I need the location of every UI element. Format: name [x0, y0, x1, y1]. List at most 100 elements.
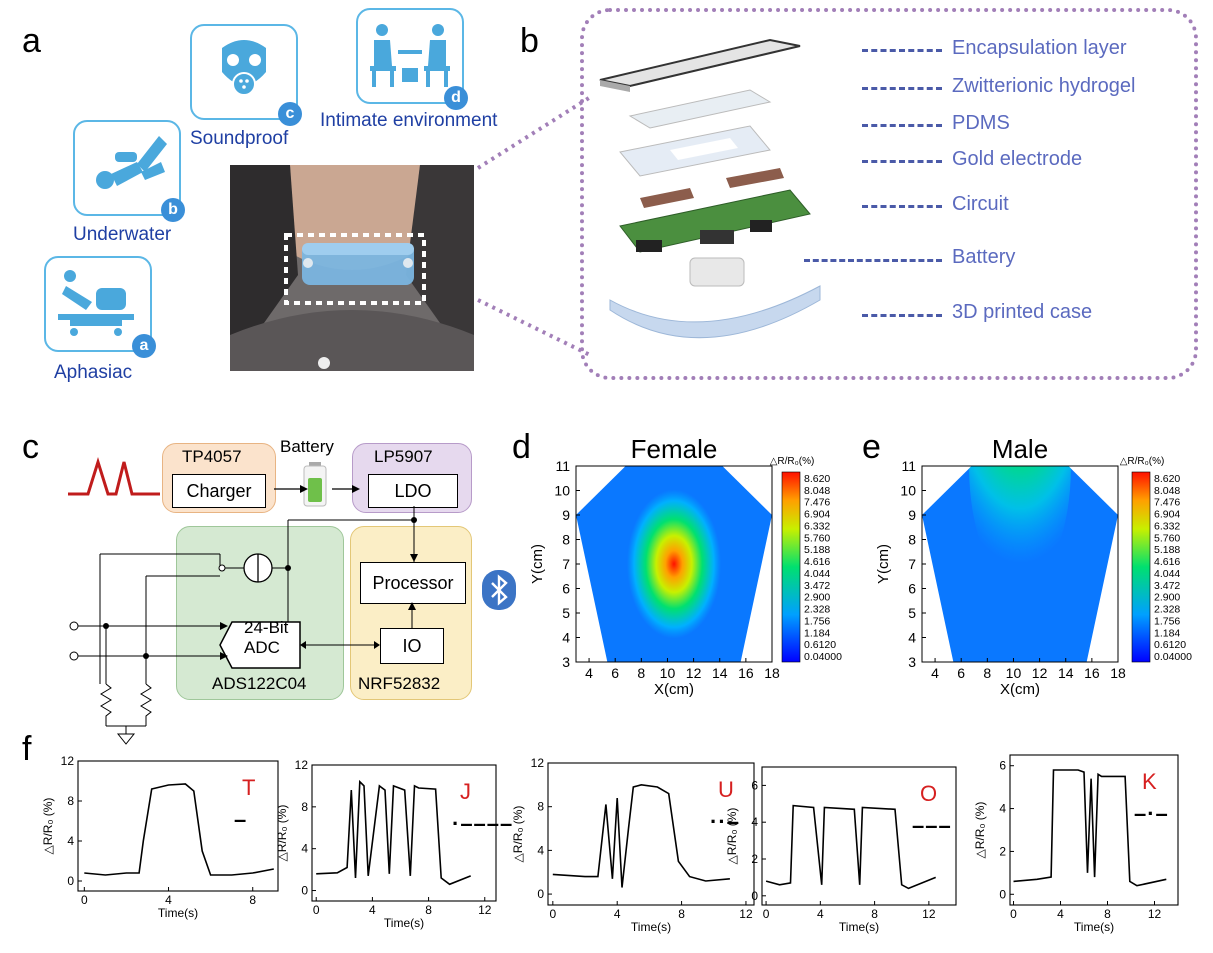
y-tick-label: 4	[67, 834, 74, 848]
badge-b: b	[161, 198, 185, 222]
patient-bed-icon	[58, 270, 134, 336]
x-tick-label: 4	[931, 665, 939, 681]
colorbar-tick: 5.760	[804, 532, 830, 544]
colorbar-tick: 8.620	[804, 473, 830, 485]
colorbar-tick: 3.472	[804, 580, 830, 592]
panel-label-a: a	[22, 22, 41, 60]
letter-label: K	[1142, 769, 1157, 794]
colorbar-tick: 2.900	[1154, 592, 1180, 604]
y-tick-label: 4	[537, 843, 544, 857]
colorbar-tick: 2.900	[804, 592, 830, 604]
x-tick-label: 12	[739, 907, 753, 921]
y-tick-label: 10	[554, 483, 570, 499]
caption-soundproof: Soundproof	[190, 128, 289, 149]
letter-label: J	[460, 779, 471, 804]
y-tick-label: 6	[999, 759, 1006, 773]
colorbar-tick: 1.184	[1154, 627, 1180, 639]
x-tick-label: 8	[637, 665, 645, 681]
colorbar-title: △R/R₀(%)	[770, 456, 815, 467]
x-axis-label: Time(s)	[1074, 920, 1114, 934]
x-tick-label: 12	[1032, 665, 1048, 681]
colorbar-tick: 0.6120	[1154, 639, 1186, 651]
y-axis-label: △R/R₀ (%)	[725, 808, 739, 865]
layer-dash	[862, 314, 942, 317]
x-tick-label: 12	[686, 665, 702, 681]
x-tick-label: 6	[611, 665, 619, 681]
layer-dash	[862, 124, 942, 127]
y-tick-label: 11	[555, 458, 570, 474]
waveform-line	[84, 783, 274, 876]
colorbar	[1131, 471, 1151, 663]
y-tick-label: 8	[908, 532, 916, 548]
io-block: IO	[380, 628, 444, 664]
morse-code: –––	[912, 813, 952, 838]
colorbar-title: △R/R₀(%)	[1120, 456, 1165, 467]
colorbar	[781, 471, 801, 663]
layer-label-encapsulation: Encapsulation layer	[952, 37, 1127, 59]
x-tick-label: 8	[678, 907, 685, 921]
layer-dash	[804, 259, 942, 262]
panel-b-frame	[580, 8, 1198, 380]
x-tick-label: 0	[313, 903, 320, 917]
waveform-line	[552, 783, 730, 888]
y-tick-label: 9	[908, 507, 916, 523]
x-tick-label: 16	[738, 665, 754, 681]
x-tick-label: 4	[817, 907, 824, 921]
colorbar-tick: 6.332	[804, 520, 830, 532]
layer-dash	[862, 87, 942, 90]
heatmap-peak-blob	[969, 466, 1071, 588]
colorbar-tick: 4.044	[804, 568, 830, 580]
meeting-people-icon	[370, 24, 450, 87]
colorbar-tick: 0.04000	[1154, 651, 1192, 663]
layer-label-hydrogel: Zwitterionic hydrogel	[952, 75, 1136, 97]
colorbar-tick: 8.048	[1154, 485, 1180, 497]
panel-label-f: f	[22, 730, 32, 768]
x-tick-label: 0	[763, 907, 770, 921]
colorbar-tick: 1.184	[804, 627, 830, 639]
x-tick-label: 4	[614, 907, 621, 921]
panel-label-c: c	[22, 428, 39, 466]
y-axis-label: Y(cm)	[875, 544, 892, 584]
y-tick-label: 2	[751, 852, 758, 866]
y-tick-label: 7	[908, 556, 916, 572]
y-tick-label: 12	[531, 756, 545, 770]
x-tick-label: 10	[1006, 665, 1022, 681]
y-tick-label: 0	[301, 884, 308, 898]
layer-label-battery: Battery	[952, 246, 1016, 268]
panel-label-d: d	[512, 428, 531, 466]
y-tick-label: 9	[562, 507, 570, 523]
diver-icon	[96, 136, 167, 189]
colorbar-tick: 4.044	[1154, 568, 1180, 580]
colorbar-tick: 7.476	[1154, 497, 1180, 509]
colorbar-tick: 3.472	[1154, 580, 1180, 592]
y-tick-label: 0	[751, 889, 758, 903]
colorbar-tick: 0.04000	[804, 651, 842, 663]
x-tick-label: 0	[81, 893, 88, 907]
caption-intimate-environment: Intimate environment	[320, 110, 498, 131]
charger-block: Charger	[172, 474, 266, 508]
nrf52832-label: NRF52832	[358, 674, 441, 693]
y-axis-label: Y(cm)	[529, 544, 546, 584]
adc-line1: 24-Bit	[244, 618, 289, 637]
x-axis-label: X(cm)	[654, 681, 694, 698]
waveform-frame	[1009, 754, 1179, 906]
layer-dash	[862, 160, 942, 163]
heatmap-title: Female	[631, 434, 718, 464]
x-tick-label: 6	[957, 665, 965, 681]
letter-label: T	[242, 775, 255, 800]
morse-code: –	[234, 807, 247, 832]
y-tick-label: 6	[562, 581, 570, 597]
x-tick-label: 16	[1084, 665, 1100, 681]
layer-label-circuit: Circuit	[952, 193, 1009, 215]
x-tick-label: 0	[1010, 907, 1017, 921]
adc-line2: ADC	[244, 638, 280, 657]
aphasiac-icon-box: a	[44, 256, 156, 358]
y-tick-label: 5	[908, 605, 916, 621]
y-axis-label: △R/R₀ (%)	[41, 798, 55, 855]
x-tick-label: 14	[1058, 665, 1074, 681]
